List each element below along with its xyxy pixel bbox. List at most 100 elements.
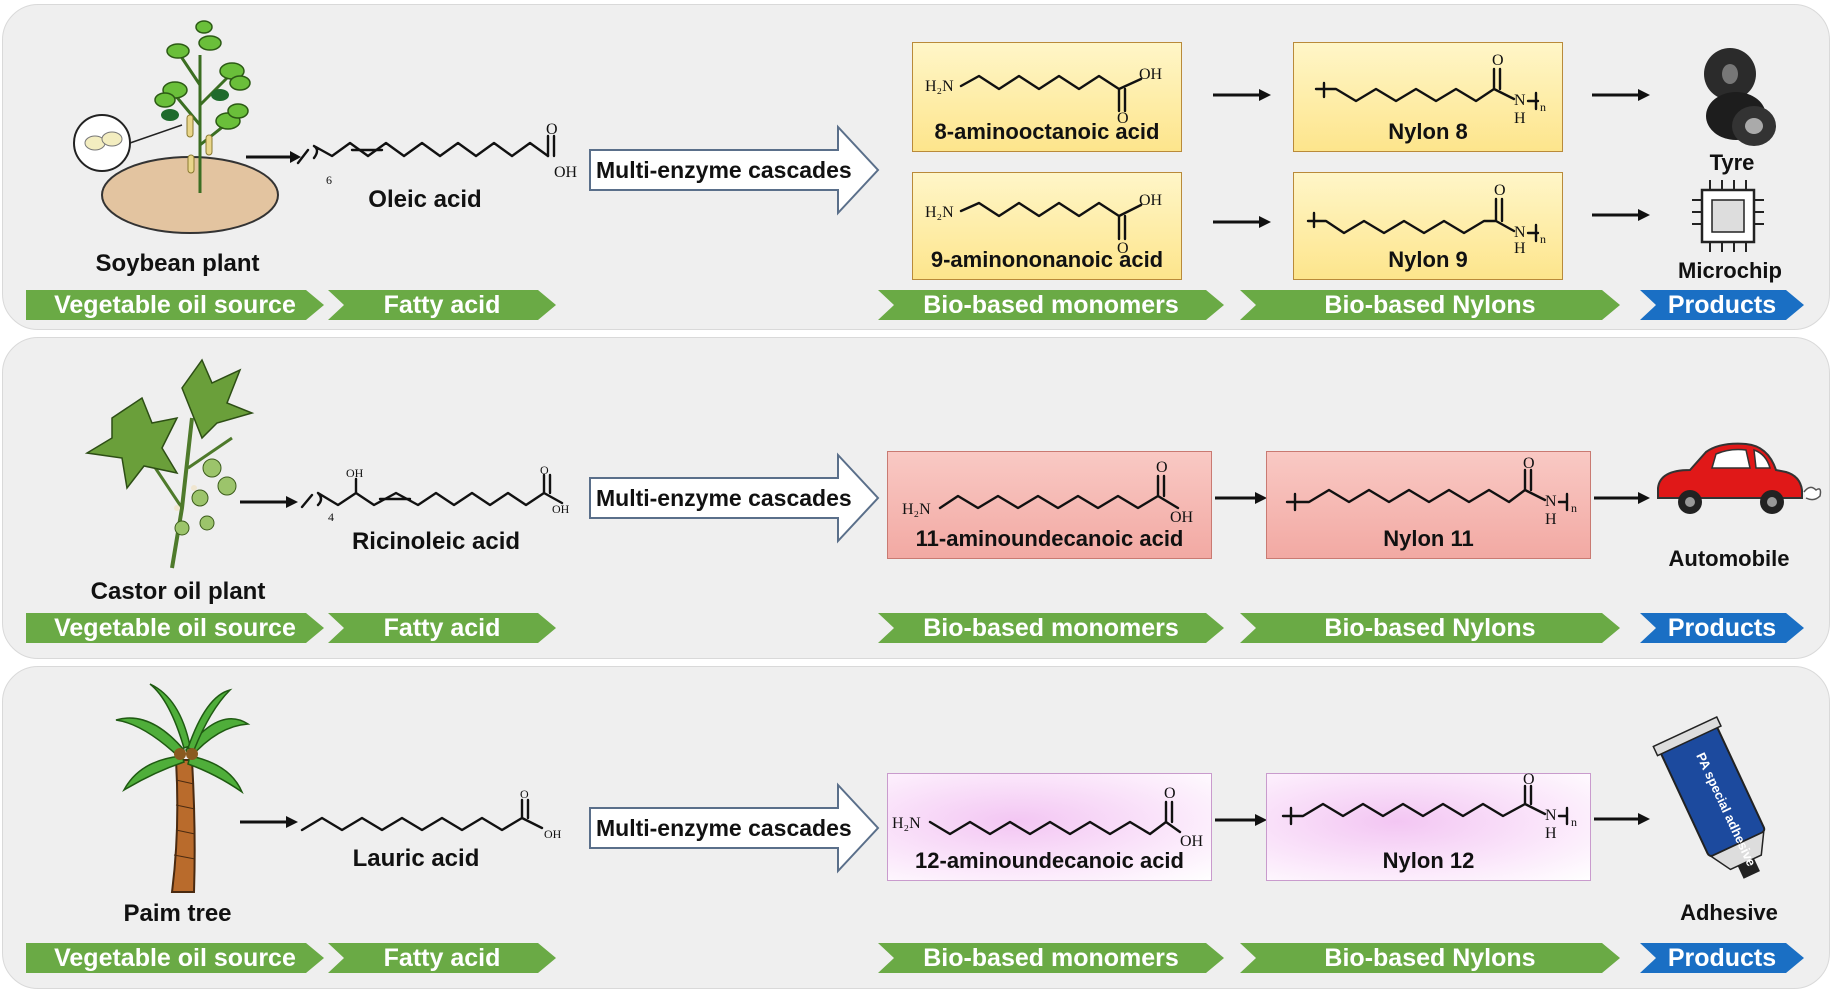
- svg-text:O: O: [520, 787, 529, 801]
- arrow-icon: [1592, 89, 1650, 101]
- arrow-icon: [1215, 492, 1267, 504]
- svg-text:OH: OH: [1139, 192, 1163, 209]
- nylon-box: O N H n Nylon 11: [1266, 451, 1591, 559]
- monomer-box: H₂N OH O 8-aminooctanoic acid: [912, 42, 1182, 152]
- svg-text:O: O: [546, 121, 558, 138]
- nylon-structure: O N H n: [1306, 182, 1546, 257]
- tyre-icon: [1704, 48, 1776, 146]
- banner-source: Vegetable oil source: [26, 290, 324, 320]
- svg-text:N: N: [1514, 224, 1526, 241]
- monomer-box: H₂N O OH 12-aminoundecanoic acid: [887, 773, 1212, 881]
- svg-text:O: O: [1494, 182, 1506, 199]
- fatty-acid-label: Lauric acid: [352, 845, 480, 872]
- cascade-arrow: Multi-enzyme cascades: [589, 782, 880, 874]
- arrow-icon: [1213, 89, 1271, 101]
- svg-text:O: O: [1523, 771, 1535, 788]
- arrow-icon: [1594, 813, 1650, 825]
- product-label: Automobile: [1668, 546, 1790, 571]
- ricinoleic-acid-structure: OH O OH 4: [300, 463, 570, 524]
- svg-text:N: N: [1545, 493, 1557, 510]
- svg-text:O: O: [1117, 240, 1129, 257]
- cascade-arrow: Multi-enzyme cascades: [589, 452, 880, 544]
- nylon-box: O N H n Nylon 9: [1293, 172, 1563, 280]
- svg-text:OH: OH: [1180, 833, 1204, 850]
- monomer-name: 12-aminoundecanoic acid: [915, 848, 1184, 873]
- fatty-acid-label: Ricinoleic acid: [351, 528, 521, 555]
- banner-monomers: Bio-based monomers: [878, 943, 1224, 973]
- lauric-acid-structure: O OH: [300, 787, 562, 841]
- cascade-arrow: Multi-enzyme cascades: [589, 124, 880, 216]
- nylon-structure: O N H n: [1281, 771, 1577, 842]
- banner-fatty: Fatty acid: [328, 943, 556, 973]
- microchip-icon: [1692, 180, 1764, 252]
- monomer-structure: H₂N OH O: [925, 66, 1163, 127]
- nylon-name: Nylon 11: [1383, 526, 1474, 551]
- banner-nylons: Bio-based Nylons: [1240, 613, 1620, 643]
- svg-text:H: H: [1545, 511, 1557, 528]
- svg-text:OH: OH: [554, 164, 578, 181]
- palm-tree-icon: [115, 683, 251, 893]
- monomer-structure: H₂N OH O: [925, 192, 1163, 257]
- svg-text:O: O: [1117, 110, 1129, 127]
- banner-source: Vegetable oil source: [26, 613, 324, 643]
- svg-text:H₂N: H₂N: [925, 204, 954, 221]
- banner-products: Products: [1640, 290, 1804, 320]
- nylon-box: O N H n Nylon 12: [1266, 771, 1591, 881]
- source-label: Soybean plant: [95, 250, 260, 277]
- adhesive-tube-icon: PA special adhesive: [1652, 715, 1766, 879]
- monomer-structure: H₂N O OH: [892, 785, 1204, 850]
- nylon-name: Nylon 8: [1388, 119, 1468, 144]
- car-icon: [1657, 442, 1822, 514]
- banner-source: Vegetable oil source: [26, 943, 324, 973]
- svg-text:4: 4: [328, 510, 334, 524]
- fatty-acid-label: Oleic acid: [368, 186, 482, 213]
- svg-text:n: n: [1571, 815, 1577, 829]
- svg-text:n: n: [1571, 501, 1577, 515]
- source-label: Castor oil plant: [90, 578, 266, 605]
- banner-products: Products: [1640, 613, 1804, 643]
- castor-plant-icon: [84, 358, 255, 569]
- banner-nylons: Bio-based Nylons: [1240, 943, 1620, 973]
- monomer-name: 9-aminononanoic acid: [930, 247, 1164, 272]
- svg-text:n: n: [1540, 100, 1546, 114]
- banner-monomers: Bio-based monomers: [878, 290, 1224, 320]
- svg-text:H₂N: H₂N: [925, 78, 954, 95]
- svg-text:Multi-enzyme cascades: Multi-enzyme cascades: [596, 815, 852, 841]
- oleic-acid-structure: O OH 6: [296, 121, 578, 187]
- banner-monomers: Bio-based monomers: [878, 613, 1224, 643]
- arrow-icon: [1592, 209, 1650, 221]
- svg-text:O: O: [540, 463, 549, 477]
- monomer-box: H₂N O OH 11-aminoundecanoic acid: [887, 451, 1212, 559]
- monomer-name: 11-aminoundecanoic acid: [915, 526, 1184, 551]
- banner-fatty: Fatty acid: [328, 613, 556, 643]
- arrow-icon: [1213, 216, 1271, 228]
- arrow-icon: [1594, 492, 1650, 504]
- monomer-name: 8-aminooctanoic acid: [934, 119, 1160, 144]
- nylon-name: Nylon 9: [1388, 247, 1468, 272]
- svg-text:H₂N: H₂N: [902, 501, 931, 518]
- svg-text:Multi-enzyme cascades: Multi-enzyme cascades: [596, 485, 852, 511]
- monomer-box: H₂N OH O 9-aminononanoic acid: [912, 172, 1182, 280]
- source-label: Paim tree: [123, 900, 232, 927]
- arrow-icon: [1215, 814, 1267, 826]
- svg-text:OH: OH: [544, 827, 562, 841]
- svg-text:O: O: [1523, 455, 1535, 472]
- svg-text:O: O: [1164, 785, 1176, 802]
- nylon-name: Nylon 12: [1382, 848, 1475, 873]
- product-label: Tyre: [1709, 150, 1755, 175]
- soybean-plant-icon: [73, 20, 279, 234]
- svg-text:n: n: [1540, 232, 1546, 246]
- monomer-structure: H₂N O OH: [902, 459, 1194, 526]
- svg-text:O: O: [1492, 52, 1504, 69]
- svg-text:Multi-enzyme cascades: Multi-enzyme cascades: [596, 157, 852, 183]
- banner-fatty: Fatty acid: [328, 290, 556, 320]
- product-label: Microchip: [1678, 258, 1782, 283]
- svg-text:OH: OH: [1139, 66, 1163, 83]
- nylon-structure: O N H n: [1314, 52, 1546, 127]
- arrow-icon: [240, 816, 298, 828]
- product-label: Adhesive: [1680, 900, 1778, 925]
- svg-text:H: H: [1514, 240, 1526, 257]
- svg-text:N: N: [1545, 807, 1557, 824]
- svg-text:H: H: [1545, 825, 1557, 842]
- svg-text:H₂N: H₂N: [892, 815, 921, 832]
